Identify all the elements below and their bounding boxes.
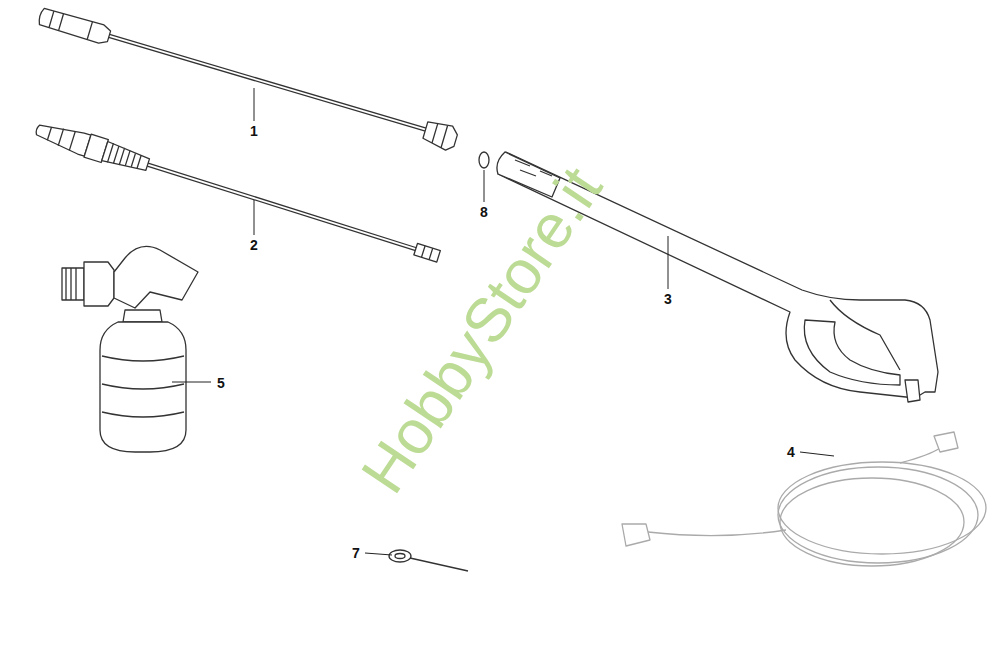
callout-number: 7 <box>352 546 360 560</box>
foam-bottle-5 <box>62 246 198 452</box>
callout-number: 4 <box>787 445 795 459</box>
callout-number: 5 <box>217 376 225 390</box>
callout-number: 2 <box>250 238 258 252</box>
lance-2 <box>33 118 442 268</box>
callout-number: 1 <box>250 124 258 138</box>
leader-lines <box>172 88 834 555</box>
clip-7 <box>389 550 468 571</box>
lance-1 <box>36 5 459 152</box>
callout-number: 3 <box>664 292 672 306</box>
hose-4 <box>622 432 986 566</box>
callout-number: 8 <box>480 205 488 219</box>
